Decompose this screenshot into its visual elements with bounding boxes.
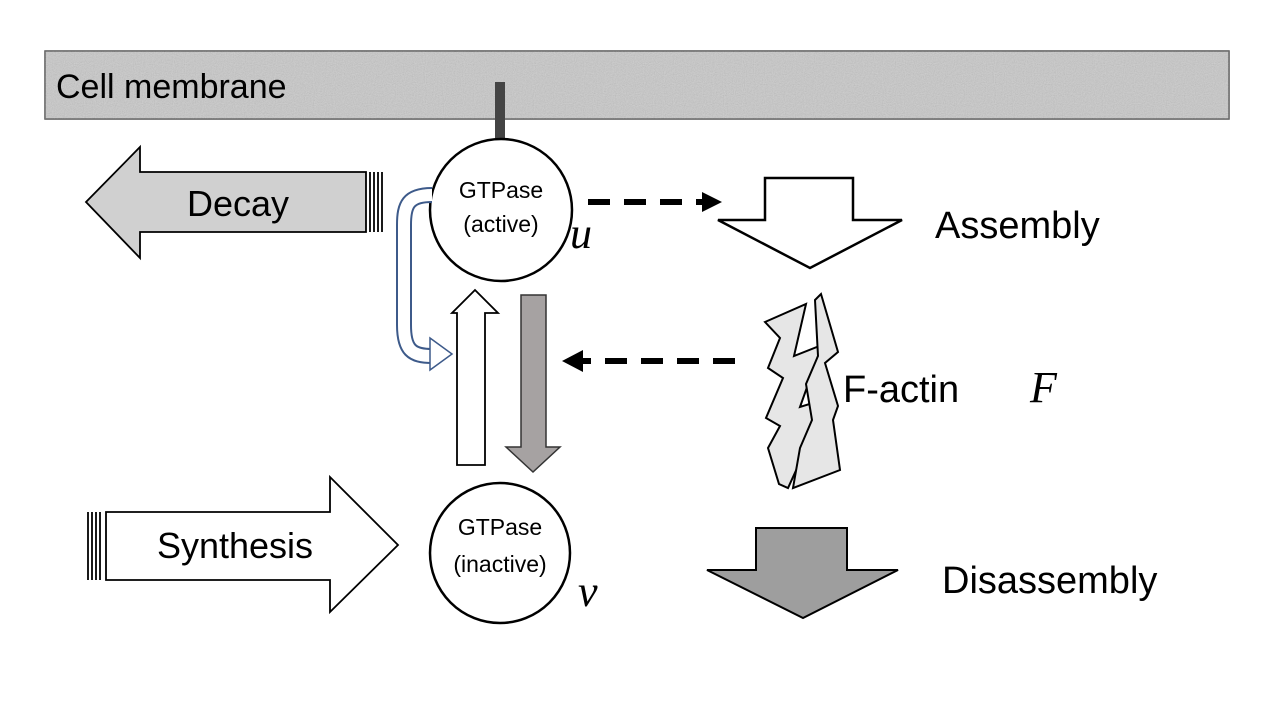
positive-feedback-arrow — [396, 187, 454, 372]
assembly-label: Assembly — [935, 205, 1100, 247]
synthesis-arrow: Synthesis — [87, 474, 400, 615]
disassembly-label: Disassembly — [942, 560, 1157, 602]
activation-arrow — [449, 288, 501, 466]
active-gtpase-node: GTPase (active) — [428, 137, 574, 283]
inhibition-dashed-arrow — [562, 350, 735, 372]
inactivation-arrow — [504, 294, 562, 474]
membrane-anchor — [495, 82, 505, 148]
variable-f: F — [1029, 363, 1058, 412]
factin-label: F-actin — [843, 369, 959, 411]
inactive-gtpase-node: GTPase (inactive) — [428, 481, 572, 625]
activation-dashed-arrow — [588, 192, 722, 212]
decay-label: Decay — [187, 183, 289, 224]
variable-u: u — [570, 209, 592, 258]
inactive-gtpase-line2: (inactive) — [453, 551, 546, 577]
active-gtpase-line1: GTPase — [459, 177, 543, 203]
membrane-label: Cell membrane — [56, 68, 287, 106]
inactive-gtpase-line1: GTPase — [458, 514, 542, 540]
synthesis-label: Synthesis — [157, 525, 313, 566]
disassembly-arrow — [706, 527, 899, 620]
assembly-arrow — [717, 176, 903, 270]
factin-icon — [763, 292, 842, 490]
decay-arrow: Decay — [84, 144, 383, 261]
active-gtpase-line2: (active) — [463, 211, 538, 237]
variable-v: v — [578, 567, 598, 616]
cell-membrane: Cell membrane — [44, 50, 1230, 120]
